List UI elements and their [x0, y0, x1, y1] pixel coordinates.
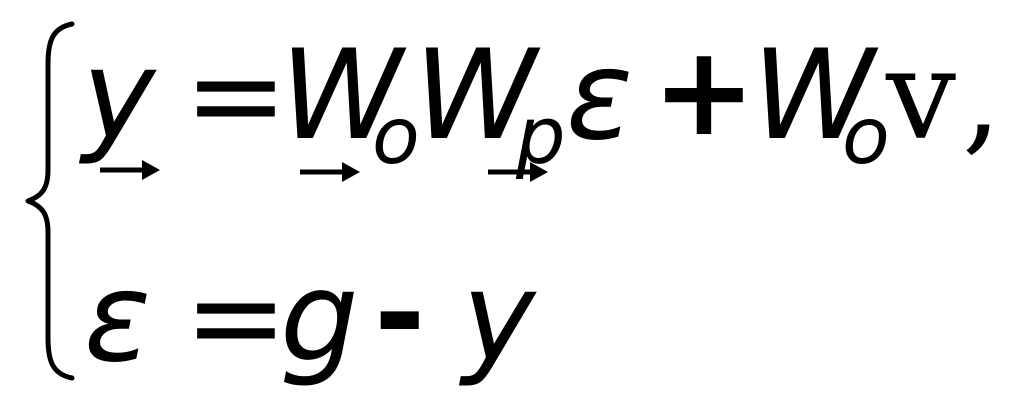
vector-arrow-under-y	[100, 160, 160, 180]
minus-sign: -	[374, 242, 426, 386]
symbol-W-2: W	[414, 24, 537, 168]
symbol-epsilon-row1: ε	[566, 24, 634, 168]
vector-arrow-under-W1	[300, 162, 360, 182]
left-brace	[25, 21, 75, 381]
plus-sign: +	[652, 20, 756, 164]
equals-row1: =	[184, 24, 288, 168]
equals-row2: =	[184, 246, 288, 390]
symbol-y-row2: y	[462, 246, 536, 390]
symbol-W-1: W	[280, 24, 403, 168]
symbol-W-3: W	[752, 24, 875, 168]
subscript-o-1: o	[372, 92, 420, 182]
symbol-v: v	[886, 24, 957, 168]
comma: ,	[962, 24, 1002, 168]
subscript-p: p	[516, 92, 566, 182]
symbol-g: g	[280, 246, 359, 390]
vector-arrow-under-W2	[488, 162, 548, 182]
symbol-y-row1: y	[82, 24, 156, 168]
subscript-o-2: o	[842, 92, 890, 182]
symbol-epsilon-row2: ε	[84, 246, 152, 390]
